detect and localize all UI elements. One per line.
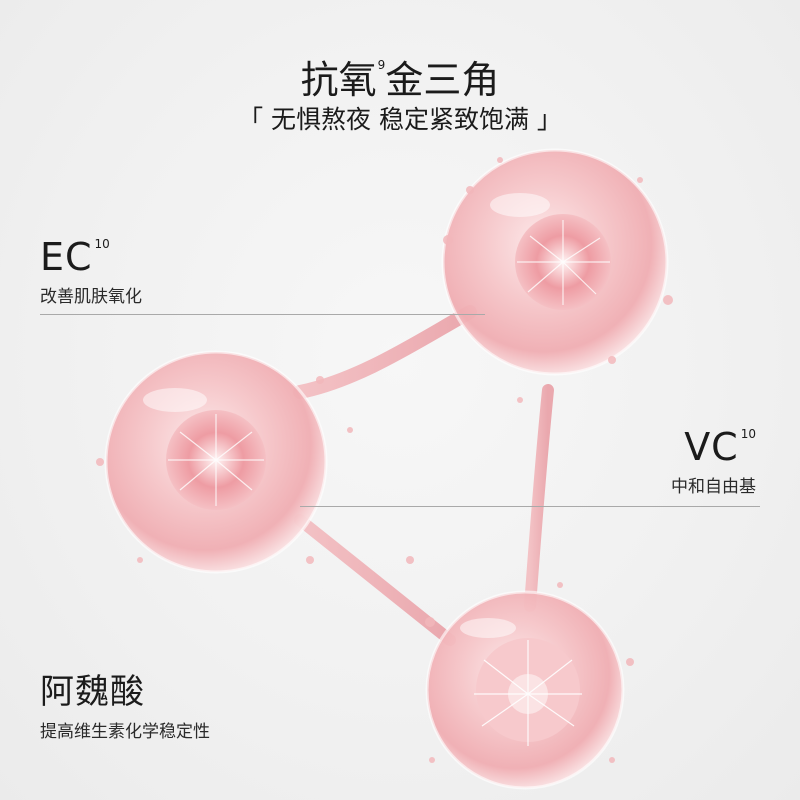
sphere-left <box>104 350 328 574</box>
title-superscript: 9 <box>377 58 386 72</box>
ec-superscript: 10 <box>94 237 110 251</box>
vc-divider <box>300 506 760 507</box>
ingredient-desc: 改善肌肤氧化 <box>40 287 142 307</box>
title-prefix: 抗氧 <box>300 58 377 102</box>
ingredient-desc: 提高维生素化学稳定性 <box>40 722 210 742</box>
title-suffix: 金三角 <box>385 58 500 102</box>
page-title: 抗氧9金三角 <box>0 40 800 105</box>
sphere-bottom <box>425 590 625 790</box>
ingredient-ferulic-acid: 阿魏酸 提高维生素化学稳定性 <box>40 670 210 744</box>
page-subtitle: 「 无惧熬夜 稳定紧致饱满 」 <box>238 105 562 134</box>
droplets <box>96 157 673 763</box>
vc-name: VC <box>684 425 739 469</box>
stream-right-to-bottom <box>524 384 554 612</box>
sphere-top <box>441 148 669 376</box>
ferulic-name: 阿魏酸 <box>40 672 145 712</box>
ingredient-desc: 中和自由基 <box>671 477 756 497</box>
ec-divider <box>40 314 485 315</box>
stream-ec-to-left <box>293 305 477 399</box>
vc-superscript: 10 <box>740 427 756 441</box>
ec-name: EC <box>40 235 93 279</box>
ingredient-name: 阿魏酸 <box>40 670 210 714</box>
